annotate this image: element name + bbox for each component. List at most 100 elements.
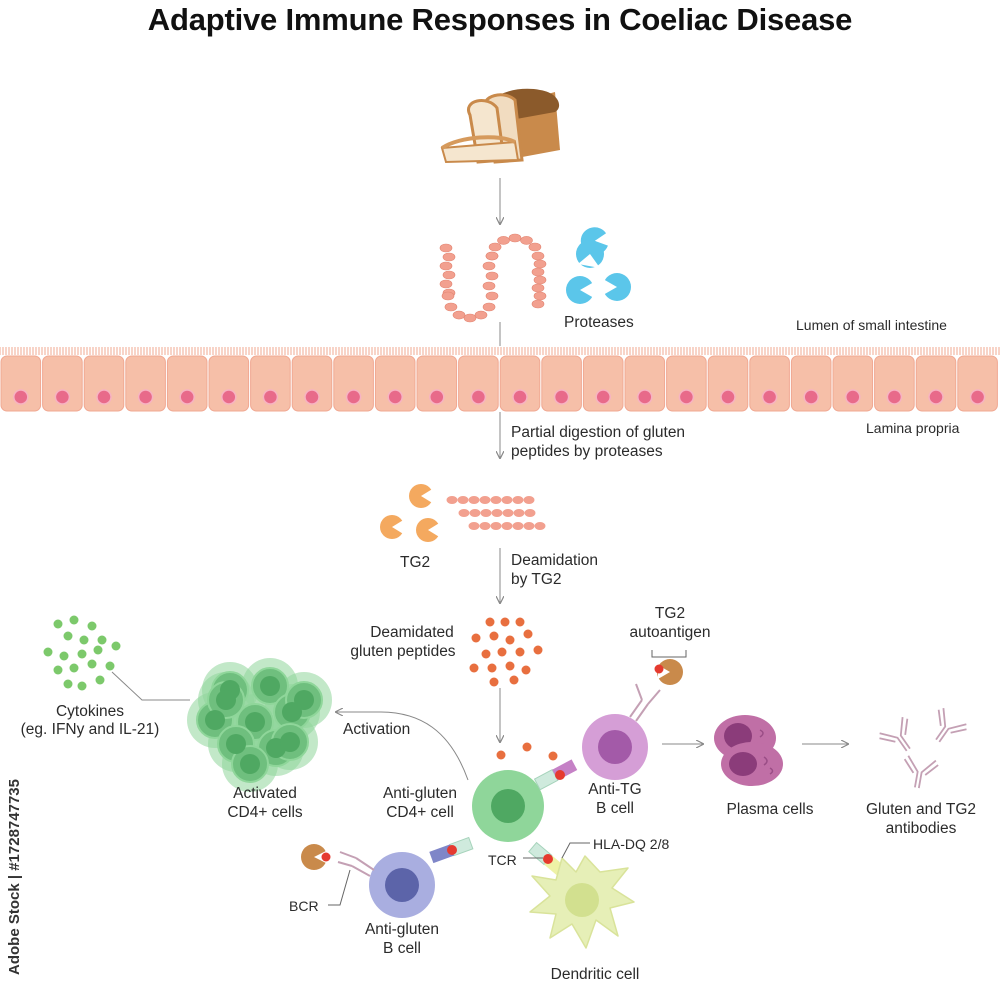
receptor-complexes [429, 759, 578, 879]
epithelial-nucleus [969, 389, 986, 405]
epithelial-nucleus [553, 389, 570, 405]
peptide-bead [512, 522, 524, 530]
gluten-bead [508, 233, 522, 243]
epithelial-cell [582, 355, 624, 412]
gluten-bead [439, 279, 453, 289]
gluten-bead [485, 271, 499, 281]
epithelial-nucleus [429, 389, 445, 405]
tg2-autoantigen-icon [651, 650, 687, 685]
activated-cell-nucleus [294, 690, 314, 710]
page-title: Adaptive Immune Responses in Coeliac Dis… [147, 2, 853, 37]
epithelial-cell [707, 355, 749, 412]
peptide-bead [502, 509, 514, 517]
cytokine-dot [63, 631, 73, 641]
cytokine-dot [87, 659, 97, 669]
activated-cell-nucleus [245, 712, 265, 732]
deamidated-peptide-dot [489, 631, 499, 641]
lumen-label: Lumen of small intestine [796, 317, 947, 333]
cytokine-dot [63, 679, 73, 689]
cytokine-dot [87, 621, 97, 631]
peptide-bead [523, 496, 535, 504]
deamidated-peptide-dot [505, 661, 515, 671]
peptide-bead [468, 496, 480, 504]
tg2-icon-bcr [301, 844, 331, 870]
gluten-bead [531, 267, 545, 277]
dendritic-cell [529, 855, 635, 949]
epithelial-cell [790, 355, 832, 412]
cytokine-dot [111, 641, 121, 651]
peptide-bead [446, 496, 458, 504]
epithelial-nucleus [54, 389, 71, 405]
peptide-bead [479, 522, 491, 530]
stock-watermark: Adobe Stock | #1728747735 [6, 779, 23, 975]
plasma-cells-label: Plasma cells [726, 801, 814, 818]
peptide-bead [480, 509, 492, 517]
antibodies-label-line2: antibodies [885, 820, 957, 837]
deamidated-peptide-dot [500, 617, 510, 627]
deamidated-peptide-dot [485, 617, 495, 627]
epithelial-cell [83, 355, 125, 412]
anti-tg-label-line1: Anti-TG [588, 781, 642, 798]
deamidation-label-line2: by TG2 [511, 571, 562, 588]
gluten-bead [482, 302, 496, 312]
cytokine-dot [77, 649, 87, 659]
peptide-bead [468, 522, 480, 530]
epithelial-cell [749, 355, 790, 412]
epithelial-cell [624, 355, 666, 412]
epithelial-nucleus [845, 389, 861, 405]
anti-gluten-b-label-line2: B cell [383, 940, 421, 957]
partial-digestion-label-line2: peptides by proteases [511, 443, 663, 460]
activated-label-line2: CD4+ cells [227, 804, 303, 821]
gluten-bead [533, 275, 547, 285]
tg2-label: TG2 [400, 554, 431, 571]
peptide-bead [512, 496, 524, 504]
cytokines-label-line1: Cytokines [55, 703, 125, 720]
bcr-pointer-line [328, 869, 351, 906]
epithelial-cell [874, 355, 915, 412]
antibody-icon [879, 717, 911, 752]
deamidated-peptide-dot [489, 677, 499, 687]
epithelial-nucleus [928, 389, 944, 405]
peptide-bead [491, 509, 503, 517]
gluten-bead [531, 251, 545, 261]
epithelial-cell [166, 355, 208, 412]
gluten-bead [482, 281, 496, 291]
epithelial-nucleus [886, 389, 903, 405]
gluten-bead [442, 252, 456, 262]
epithelial-nucleus [595, 389, 611, 405]
cytokine-dot [79, 635, 89, 645]
gluten-bead [520, 236, 533, 245]
epithelial-nucleus [470, 389, 487, 405]
epithelial-nucleus [262, 389, 279, 405]
gluten-bead [441, 291, 455, 301]
deamidated-peptide-dot [497, 647, 507, 657]
activation-label: Activation [343, 721, 411, 738]
gluten-bead [474, 310, 488, 320]
gluten-bead [488, 242, 502, 252]
gluten-bead [531, 283, 545, 293]
gluten-bead [439, 261, 453, 271]
cytokine-dot [69, 615, 79, 625]
anti-gluten-cd4-label-line2: CD4+ cell [386, 804, 454, 821]
activated-cell-nucleus [240, 754, 260, 774]
deamidated-peptide-dot [523, 629, 533, 639]
epithelial-nucleus [720, 389, 736, 405]
activated-label-line1: Activated [233, 785, 297, 802]
cytokine-dot [43, 647, 53, 657]
gluten-bead [528, 242, 542, 252]
hla-label: HLA-DQ 2/8 [593, 836, 670, 852]
activated-cell-nucleus [280, 732, 300, 752]
epithelial-nucleus [179, 389, 195, 405]
cytokine-dots [43, 615, 121, 691]
epithelial-nucleus [761, 389, 778, 405]
anti-gluten-b-label-line1: Anti-gluten [364, 921, 440, 938]
gluten-bead [482, 261, 496, 271]
deamidation-label-line1: Deamidation [511, 552, 599, 569]
activated-cd4-cell-cluster [187, 658, 332, 792]
peptide-bead [479, 496, 491, 504]
peptide-bead [490, 522, 502, 530]
cytokine-dot [53, 619, 63, 629]
antibody-icons [879, 708, 967, 789]
epithelial-nucleus [678, 389, 695, 405]
tg2-enzyme-icons [380, 484, 441, 542]
